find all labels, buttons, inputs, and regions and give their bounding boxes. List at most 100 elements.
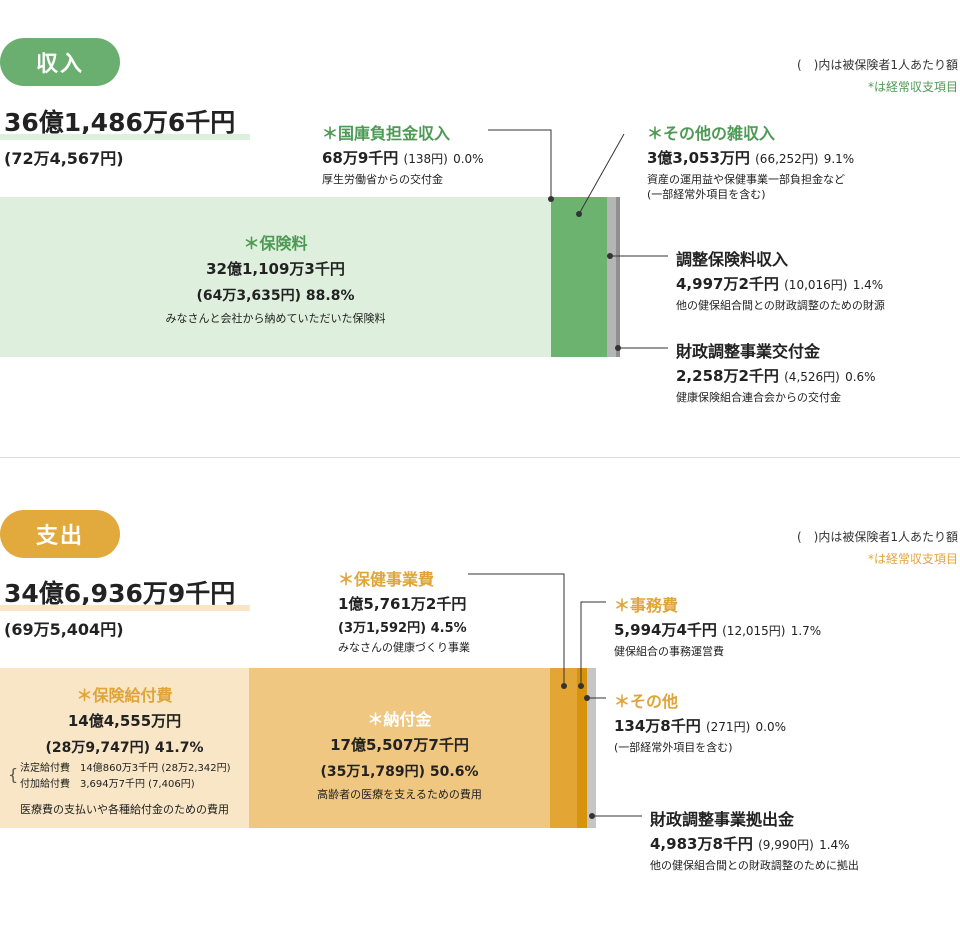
expense-levy-label: ＊納付金 17億5,507万7千円 (35万1,789円) 50.6% 高齢者の… bbox=[249, 706, 550, 802]
income-other-value: 3億3,053万円 (66,252円) 9.1% bbox=[647, 147, 854, 168]
section-divider bbox=[0, 457, 960, 458]
income-grant-label: 財政調整事業交付金 2,258万2千円 (4,526円) 0.6% 健康保険組合… bbox=[676, 338, 876, 405]
expense-benefit-sub: (28万9,747円) 41.7% bbox=[0, 737, 249, 757]
expense-benefit-title: ＊保険給付費 bbox=[76, 686, 173, 705]
expense-admin-title: ＊事務費 bbox=[614, 596, 679, 615]
income-other-desc2: (一部経常外項目を含む) bbox=[647, 188, 766, 201]
expense-total-underline bbox=[0, 605, 250, 611]
income-grant-title: 財政調整事業交付金 bbox=[676, 342, 821, 361]
income-premium-per: (64万3,635円) bbox=[196, 288, 302, 304]
income-premium-label: ＊保険料 32億1,109万3千円 (64万3,635円) 88.8% みなさん… bbox=[0, 230, 551, 326]
expense-bd2-label: 付加給付費 bbox=[20, 779, 70, 790]
expense-benefit-label: ＊保険給付費 14億4,555万円 (28万9,747円) 41.7% bbox=[0, 682, 249, 757]
expense-benefit-breakdown-1: 法定給付費 14億860万3千円 (28万2,342円) bbox=[20, 761, 231, 776]
expense-levy-amount: 17億5,507万7千円 bbox=[330, 736, 469, 754]
expense-health-per: (3万1,592円) bbox=[338, 621, 427, 636]
income-other-desc1: 資産の運用益や保健事業一部負担金など bbox=[647, 173, 845, 186]
expense-health-amount: 1億5,761万2千円 bbox=[338, 595, 467, 613]
expense-contrib-desc: 他の健保組合間との財政調整のために拠出 bbox=[650, 859, 859, 872]
expense-levy-per: (35万1,789円) bbox=[320, 764, 426, 780]
expense-other-pct: 0.0% bbox=[755, 720, 787, 734]
expense-levy-desc: 高齢者の医療を支えるための費用 bbox=[317, 788, 482, 801]
expense-health-title: ＊保健事業費 bbox=[338, 570, 435, 589]
expense-bar-levy bbox=[249, 668, 550, 828]
income-total-per-person: (72万4,567円) bbox=[4, 149, 124, 168]
income-national-per: (138円) bbox=[403, 152, 448, 166]
expense-contrib-value: 4,983万8千円 (9,990円) 1.4% bbox=[650, 833, 859, 854]
expense-bar-health bbox=[550, 668, 577, 828]
income-national-value: 68万9千円 (138円) 0.0% bbox=[322, 147, 484, 168]
expense-other-per: (271円) bbox=[705, 720, 751, 734]
expense-other-amount: 134万8千円 bbox=[614, 717, 701, 735]
expense-levy-sub: (35万1,789円) 50.6% bbox=[249, 761, 550, 781]
expense-contrib-amount: 4,983万8千円 bbox=[650, 835, 753, 853]
expense-other-desc: (一部経常外項目を含む) bbox=[614, 741, 733, 754]
expense-benefit-amount: 14億4,555万円 bbox=[67, 712, 182, 730]
income-other-title: ＊その他の雑収入 bbox=[647, 124, 776, 143]
income-adjust-desc: 他の健保組合間との財政調整のための財源 bbox=[676, 299, 885, 312]
expense-levy-pct: 50.6% bbox=[429, 764, 479, 780]
expense-note-per-person: ( )内は被保険者1人あたり額 bbox=[797, 530, 958, 544]
expense-admin-per: (12,015円) bbox=[722, 624, 786, 638]
income-national-label: ＊国庫負担金収入 68万9千円 (138円) 0.0% 厚生労働省からの交付金 bbox=[322, 120, 484, 187]
expense-bar-benefit bbox=[0, 668, 249, 828]
income-bar-adjust bbox=[607, 197, 616, 357]
income-grant-amount: 2,258万2千円 bbox=[676, 367, 779, 385]
income-other-per: (66,252円) bbox=[755, 152, 819, 166]
income-adjust-amount: 4,997万2千円 bbox=[676, 275, 779, 293]
income-premium-pct: 88.8% bbox=[305, 288, 355, 304]
income-total: 36億1,486万6千円 bbox=[4, 108, 236, 137]
income-other-amount: 3億3,053万円 bbox=[647, 149, 750, 167]
income-badge: 収入 bbox=[0, 38, 120, 86]
income-national-desc: 厚生労働省からの交付金 bbox=[322, 173, 443, 186]
expense-benefit-breakdown-2: 付加給付費 3,694万7千円 (7,406円) bbox=[20, 777, 195, 792]
expense-health-sub: (3万1,592円) 4.5% bbox=[338, 617, 470, 636]
expense-other-label: ＊その他 134万8千円 (271円) 0.0% (一部経常外項目を含む) bbox=[614, 688, 786, 755]
expense-benefit-per: (28万9,747円) bbox=[45, 740, 151, 756]
income-adjust-per: (10,016円) bbox=[784, 278, 848, 292]
expense-contrib-per: (9,990円) bbox=[758, 838, 814, 852]
income-total-underline bbox=[0, 134, 250, 140]
income-note-recurring: *は経常収支項目 bbox=[867, 80, 958, 94]
expense-bd1-label: 法定給付費 bbox=[20, 763, 70, 774]
income-premium-sub: (64万3,635円) 88.8% bbox=[0, 285, 551, 305]
expense-benefit-desc: 医療費の支払いや各種給付金のための費用 bbox=[20, 803, 229, 816]
expense-benefit-brace: { bbox=[8, 765, 19, 784]
income-other-label: ＊その他の雑収入 3億3,053万円 (66,252円) 9.1% 資産の運用益… bbox=[647, 120, 854, 202]
expense-contrib-title: 財政調整事業拠出金 bbox=[650, 810, 795, 829]
expense-total-per-person: (69万5,404円) bbox=[4, 620, 124, 639]
income-bar-premium bbox=[0, 197, 551, 357]
income-grant-pct: 0.6% bbox=[845, 370, 876, 384]
expense-contrib-label: 財政調整事業拠出金 4,983万8千円 (9,990円) 1.4% 他の健保組合… bbox=[650, 806, 859, 873]
expense-contrib-pct: 1.4% bbox=[819, 838, 850, 852]
expense-health-desc: みなさんの健康づくり事業 bbox=[338, 641, 470, 654]
expense-bar-contrib bbox=[587, 668, 596, 828]
expense-health-pct: 4.5% bbox=[430, 621, 467, 636]
income-premium-desc: みなさんと会社から納めていただいた保険料 bbox=[165, 312, 386, 325]
income-premium-amount: 32億1,109万3千円 bbox=[206, 260, 345, 278]
income-adjust-pct: 1.4% bbox=[852, 278, 884, 292]
expense-bd1-value: 14億860万3千円 (28万2,342円) bbox=[80, 763, 231, 774]
expense-total: 34億6,936万9千円 bbox=[4, 579, 236, 608]
expense-health-label: ＊保健事業費 1億5,761万2千円 (3万1,592円) 4.5% みなさんの… bbox=[338, 566, 470, 655]
expense-admin-desc: 健保組合の事務運営費 bbox=[614, 645, 724, 658]
expense-other-title: ＊その他 bbox=[614, 692, 679, 711]
income-grant-value: 2,258万2千円 (4,526円) 0.6% bbox=[676, 365, 876, 386]
leader-national bbox=[488, 129, 552, 199]
expense-admin-label: ＊事務費 5,994万4千円 (12,015円) 1.7% 健保組合の事務運営費 bbox=[614, 592, 821, 659]
income-grant-desc: 健康保険組合連合会からの交付金 bbox=[676, 391, 841, 404]
income-national-pct: 0.0% bbox=[453, 152, 484, 166]
expense-bar-admin bbox=[577, 668, 587, 828]
expense-levy-title: ＊納付金 bbox=[367, 710, 432, 729]
income-bar-other bbox=[551, 197, 607, 357]
income-other-pct: 9.1% bbox=[823, 152, 855, 166]
income-bar-grant bbox=[616, 197, 620, 357]
expense-badge: 支出 bbox=[0, 510, 120, 558]
income-grant-per: (4,526円) bbox=[784, 370, 840, 384]
income-premium-title: ＊保険料 bbox=[243, 234, 308, 253]
income-note-per-person: ( )内は被保険者1人あたり額 bbox=[797, 58, 958, 72]
expense-admin-value: 5,994万4千円 (12,015円) 1.7% bbox=[614, 619, 821, 640]
expense-note-recurring: *は経常収支項目 bbox=[867, 552, 958, 566]
expense-other-value: 134万8千円 (271円) 0.0% bbox=[614, 715, 786, 736]
expense-benefit-desc-wrap: 医療費の支払いや各種給付金のための費用 bbox=[0, 802, 249, 817]
